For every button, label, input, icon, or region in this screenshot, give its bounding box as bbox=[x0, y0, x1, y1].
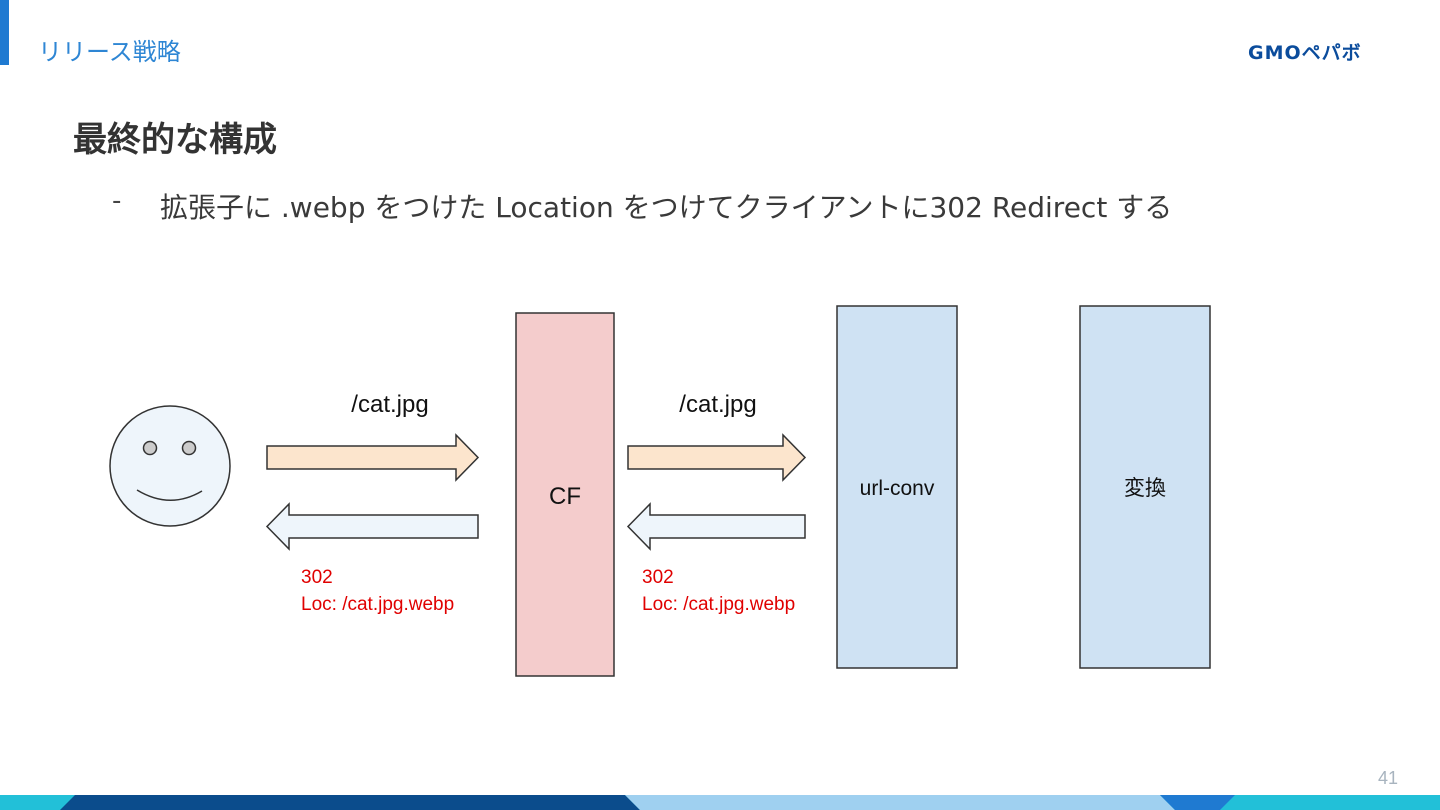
response-status-1: 302 bbox=[301, 567, 333, 588]
request-arrow-1 bbox=[266, 433, 480, 482]
cf-label: CF bbox=[549, 483, 581, 510]
footer-band bbox=[0, 795, 1440, 810]
url-conv-box bbox=[836, 305, 958, 669]
request-arrow-2 bbox=[627, 433, 807, 482]
request-label-2: /cat.jpg bbox=[679, 391, 756, 418]
url-conv-label: url-conv bbox=[860, 477, 935, 500]
brand-logo: GMOペパボ bbox=[1248, 42, 1362, 64]
response-arrow-1 bbox=[265, 502, 479, 551]
response-arrow-2 bbox=[626, 502, 806, 551]
response-location-2: Loc: /cat.jpg.webp bbox=[642, 594, 795, 615]
section-title: リリース戦略 bbox=[38, 38, 181, 66]
convert-label: 変換 bbox=[1124, 476, 1166, 500]
request-label-1: /cat.jpg bbox=[351, 391, 428, 418]
response-location-1: Loc: /cat.jpg.webp bbox=[301, 594, 454, 615]
bullet-marker: - bbox=[112, 186, 122, 216]
response-status-2: 302 bbox=[642, 567, 674, 588]
bullet-text: 拡張子に .webp をつけた Location をつけてクライアントに302 … bbox=[160, 191, 1173, 224]
slide-title: 最終的な構成 bbox=[73, 120, 277, 160]
convert-box bbox=[1079, 305, 1211, 669]
page-number: 41 bbox=[1378, 768, 1399, 788]
accent-bar bbox=[0, 0, 9, 65]
client-smiley-icon bbox=[109, 405, 231, 527]
cf-box bbox=[515, 312, 615, 677]
